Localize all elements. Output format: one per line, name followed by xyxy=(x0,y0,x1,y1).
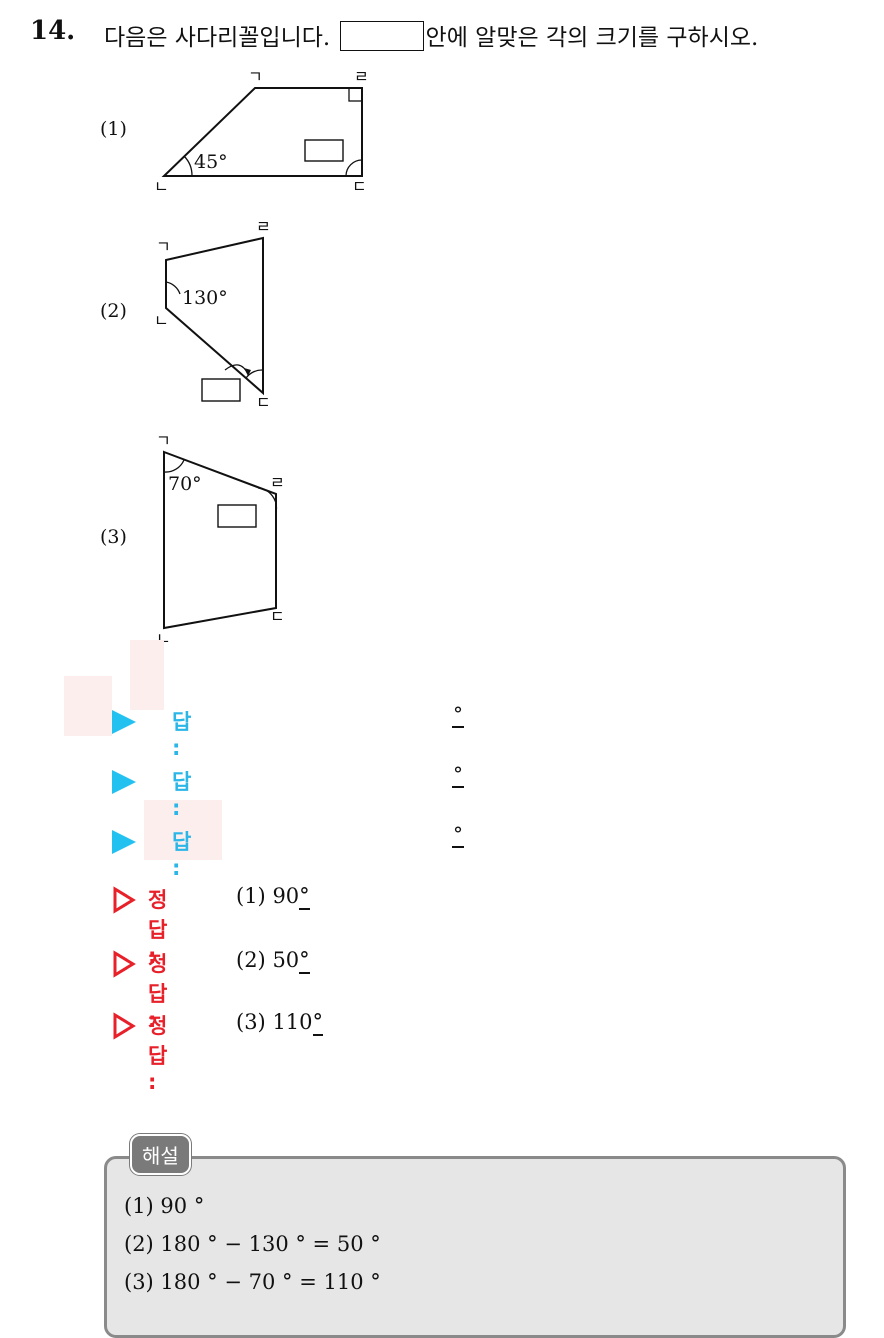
answer-label: 답 : xyxy=(172,830,192,880)
explanation-box xyxy=(104,1156,846,1338)
figure-1-trapezoid: 45° ㄱ ㄴ ㄷ ㄹ xyxy=(154,67,369,196)
correct-arrow-icon xyxy=(113,886,136,914)
answer-arrow-icon xyxy=(112,710,136,734)
question-text: 다음은 사다리꼴입니다. 안에 알맞은 각의 크기를 구하시오. xyxy=(104,18,758,52)
correct-answer-value: (3) 110° xyxy=(236,1010,324,1036)
explanation-line-2: (2) 180 ° − 130 ° = 50 ° xyxy=(124,1232,381,1256)
figure-1-vertex-d: ㄷ xyxy=(352,177,367,196)
answer-label: 답 : xyxy=(172,770,192,820)
explanation-line-1: (1) 90 ° xyxy=(124,1194,205,1218)
figure-1-vertex-n: ㄴ xyxy=(154,177,169,196)
figure-2-vertex-g: ㄱ xyxy=(156,237,171,256)
background-blotch xyxy=(64,676,112,736)
figure-2-vertex-r: ㄹ xyxy=(256,217,271,236)
figure-1-angle: 45° xyxy=(194,151,228,173)
figure-1-vertex-g: ㄱ xyxy=(248,67,263,86)
correct-answer-value: (1) 90° xyxy=(236,884,310,910)
question-text-before: 다음은 사다리꼴입니다. xyxy=(104,25,331,51)
answer-arrow-icon xyxy=(112,770,136,794)
figure-1-label: (1) xyxy=(100,118,127,140)
question-text-after: 안에 알맞은 각의 크기를 구하시오. xyxy=(425,25,759,51)
question-number: 14. xyxy=(30,16,76,46)
figure-3-vertex-g: ㄱ xyxy=(156,431,171,450)
answer-label: 답 : xyxy=(172,710,192,760)
explanation-line-3: (3) 180 ° − 70 ° = 110 ° xyxy=(124,1270,381,1294)
answer-input-2[interactable]: ° xyxy=(452,762,464,788)
figure-2-trapezoid: 130° ㄱ ㄴ ㄷ ㄹ xyxy=(154,217,271,412)
answer-arrow-icon xyxy=(112,830,136,854)
figure-3-vertex-r: ㄹ xyxy=(270,473,285,492)
explanation-tag: 해설 xyxy=(130,1134,191,1175)
correct-answer-value: (2) 50° xyxy=(236,948,310,974)
correct-answer-label: 정답 : xyxy=(148,952,168,1032)
correct-arrow-icon xyxy=(113,950,136,978)
background-blotch xyxy=(144,800,222,860)
correct-answer-label: 정답 : xyxy=(148,1014,168,1094)
figure-2-label: (2) xyxy=(100,300,127,322)
figure-2-angle: 130° xyxy=(182,287,228,309)
correct-arrow-icon xyxy=(113,1012,136,1040)
blank-box xyxy=(339,21,424,51)
correct-answer-label: 정답 : xyxy=(148,888,168,968)
figure-2-vertex-d: ㄷ xyxy=(256,393,271,412)
figure-2-vertex-n: ㄴ xyxy=(154,311,169,330)
figure-3-angle: 70° xyxy=(168,473,202,495)
figure-1-vertex-r: ㄹ xyxy=(354,67,369,86)
figure-3-vertex-d: ㄷ xyxy=(270,607,285,626)
answer-input-1[interactable]: ° xyxy=(452,702,464,728)
background-blotch xyxy=(130,640,164,710)
figure-3-label: (3) xyxy=(100,526,127,548)
figure-3-trapezoid: 70° ㄱ ㄴ ㄷ ㄹ xyxy=(156,431,285,648)
answer-input-3[interactable]: ° xyxy=(452,822,464,848)
